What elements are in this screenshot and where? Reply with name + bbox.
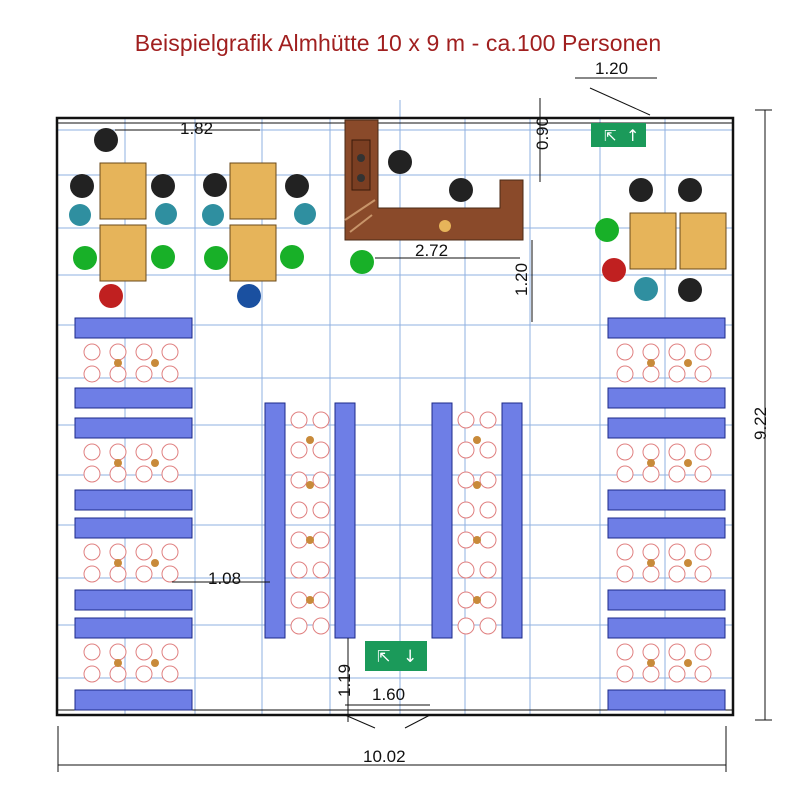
emergency-exit-down-sign-icon: ⇱ ↓ (365, 641, 427, 671)
bench-rows-center (264, 402, 523, 639)
dim-bar-length: 2.72 (415, 241, 448, 260)
table-centerpieces (114, 359, 692, 667)
bench-rows-right (607, 317, 726, 711)
dim-table-spacing: 1.82 (180, 119, 213, 138)
dimension-lines (57, 77, 772, 772)
dim-total-depth: 9.22 (751, 407, 770, 440)
svg-text:⇱: ⇱ (377, 647, 390, 666)
seated-guests (69, 128, 702, 308)
plan-title: Beispielgrafik Almhütte 10 x 9 m - ca.10… (134, 30, 662, 56)
dim-exit-width-bottom: 1.60 (372, 685, 405, 704)
dining-tables-top (99, 162, 727, 282)
dim-exit-clearance: 1.19 (335, 664, 354, 697)
bar-counter (344, 119, 524, 241)
place-settings (83, 343, 712, 683)
dim-bar-depth: 0.90 (533, 117, 552, 150)
emergency-exit-up-sign-icon: ⇱ ↑ (591, 123, 646, 147)
dim-aisle-width: 1.08 (208, 569, 241, 588)
bench-rows-left (74, 317, 193, 711)
svg-text:↑: ↑ (626, 126, 639, 145)
dim-total-width: 10.02 (363, 747, 406, 766)
dim-bar-clearance: 1.20 (512, 263, 531, 296)
dim-exit-width-top: 1.20 (595, 59, 628, 78)
svg-text:↓: ↓ (403, 647, 417, 667)
svg-text:⇱: ⇱ (604, 127, 617, 145)
